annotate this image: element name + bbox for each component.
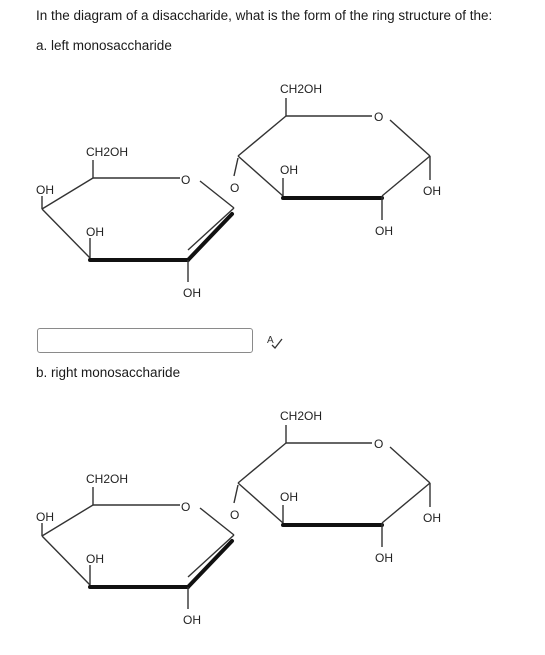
- left-ring: [41, 160, 235, 282]
- ring-oxygen-label: O: [181, 500, 190, 514]
- oh-label: OH: [183, 286, 201, 300]
- oh-label: OH: [183, 613, 201, 627]
- oh-label: OH: [280, 490, 298, 504]
- oh-label: OH: [86, 552, 104, 566]
- linkage-oxygen-label: O: [230, 181, 239, 195]
- disaccharide-diagram-a: CH2OH OH OH OH O O CH2OH OH O OH OH: [36, 82, 441, 300]
- oh-label: OH: [36, 183, 54, 197]
- oh-label: OH: [86, 225, 104, 239]
- part-a-answer-input[interactable]: [37, 328, 253, 353]
- oh-label: OH: [375, 551, 393, 565]
- svg-text:A: A: [267, 335, 274, 346]
- right-ring: [233, 425, 431, 547]
- question-text: In the diagram of a disaccharide, what i…: [36, 8, 493, 23]
- oh-label: OH: [423, 511, 441, 525]
- spellcheck-icon[interactable]: A: [266, 332, 284, 350]
- part-a-label: a. left monosaccharide: [36, 38, 172, 53]
- ring-oxygen-label: O: [374, 437, 383, 451]
- ring-oxygen-label: O: [374, 110, 383, 124]
- oh-label: OH: [375, 224, 393, 238]
- left-ring: [41, 487, 235, 609]
- ring-oxygen-label: O: [181, 173, 190, 187]
- oh-label: OH: [280, 163, 298, 177]
- part-b-label: b. right monosaccharide: [36, 365, 181, 380]
- ch2oh-label: CH2OH: [86, 472, 128, 486]
- ch2oh-label: CH2OH: [280, 409, 322, 423]
- right-ring: [233, 98, 431, 220]
- oh-label: OH: [423, 184, 441, 198]
- oh-label: OH: [36, 510, 54, 524]
- ch2oh-label: CH2OH: [86, 145, 128, 159]
- disaccharide-diagram-b: CH2OH OH OH OH O O CH2OH OH O OH OH: [36, 409, 441, 627]
- linkage-oxygen-label: O: [230, 508, 239, 522]
- ch2oh-label: CH2OH: [280, 82, 322, 96]
